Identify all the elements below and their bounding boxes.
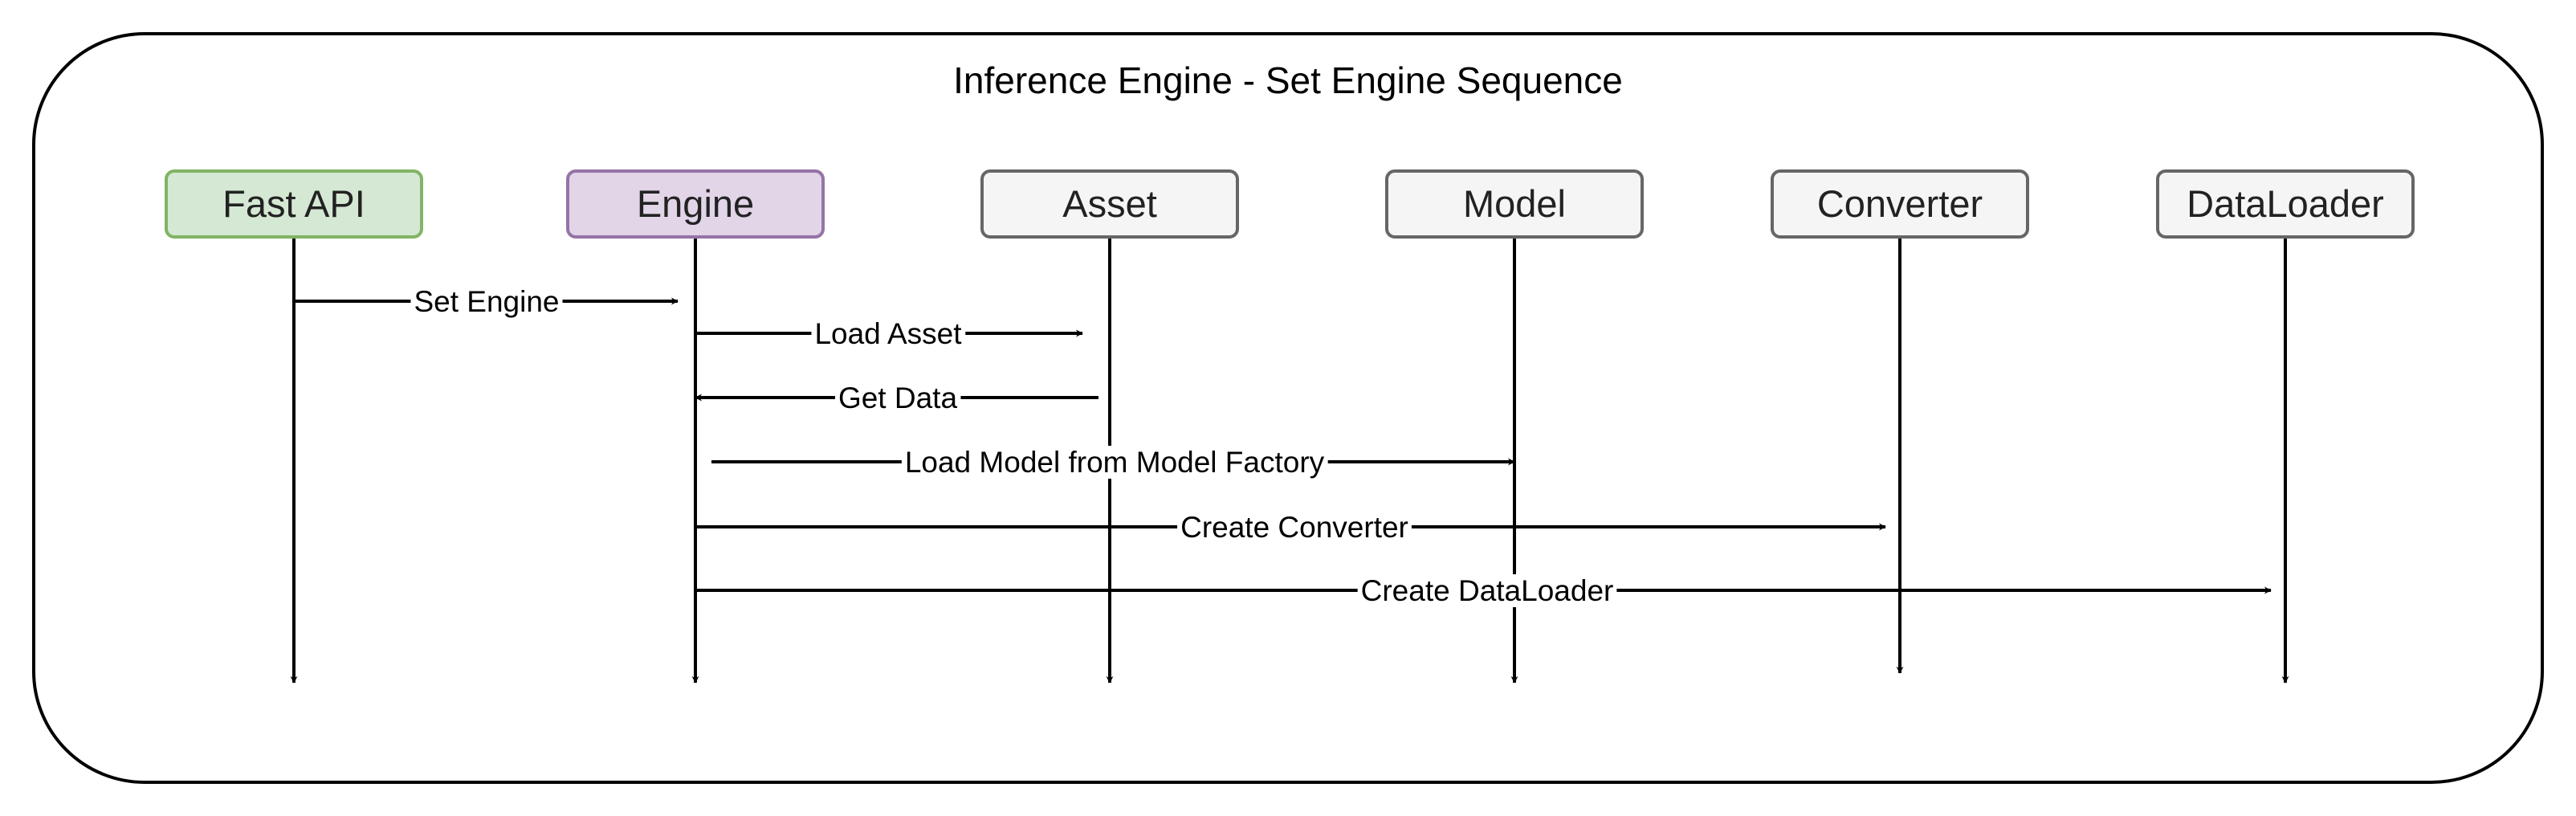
diagram-title: Inference Engine - Set Engine Sequence xyxy=(953,59,1623,101)
participant-box-dataloader xyxy=(2156,169,2415,239)
participant-dataloader: DataLoader xyxy=(2156,169,2415,683)
participant-box-converter xyxy=(1771,169,2029,239)
participant-label-engine: Engine xyxy=(637,182,754,225)
participant-converter: Converter xyxy=(1771,169,2029,674)
message-label: Load Model from Model Factory xyxy=(905,446,1325,479)
participant-engine: Engine xyxy=(566,169,825,683)
message-label: Create Converter xyxy=(1180,511,1408,544)
message-1: Set Engine xyxy=(294,285,679,318)
participant-box-model xyxy=(1385,169,1644,239)
message-label: Set Engine xyxy=(414,285,559,318)
participant-box-engine xyxy=(566,169,825,239)
participants: Fast API Engine Asset Model Converter DataLoa… xyxy=(165,169,2415,683)
message-4: Load Model from Model Factory xyxy=(711,446,1515,479)
participant-asset: Asset xyxy=(980,169,1239,683)
message-label-background xyxy=(1357,574,1617,607)
message-3: Get Data xyxy=(695,381,1098,414)
participant-box-asset xyxy=(980,169,1239,239)
message-2: Load Asset xyxy=(695,317,1083,350)
message-label: Load Asset xyxy=(814,317,962,350)
participant-label-dataloader: DataLoader xyxy=(2187,182,2384,225)
message-6: Create DataLoader xyxy=(695,574,2272,607)
participant-box-fastapi xyxy=(165,169,423,239)
message-label-background xyxy=(901,446,1328,479)
participant-label-converter: Converter xyxy=(1817,182,1983,225)
message-5: Create Converter xyxy=(695,511,1886,544)
message-label-background xyxy=(811,317,966,350)
participant-label-asset: Asset xyxy=(1062,182,1157,225)
participant-label-fastapi: Fast API xyxy=(222,182,365,225)
message-label: Get Data xyxy=(838,381,957,414)
participant-fastapi: Fast API xyxy=(165,169,423,683)
message-label: Create DataLoader xyxy=(1361,574,1614,607)
diagram-frame xyxy=(32,32,2544,784)
message-label-background xyxy=(1177,511,1412,544)
message-label-background xyxy=(834,381,961,414)
message-label-background xyxy=(410,285,563,318)
participant-label-model: Model xyxy=(1463,182,1566,225)
